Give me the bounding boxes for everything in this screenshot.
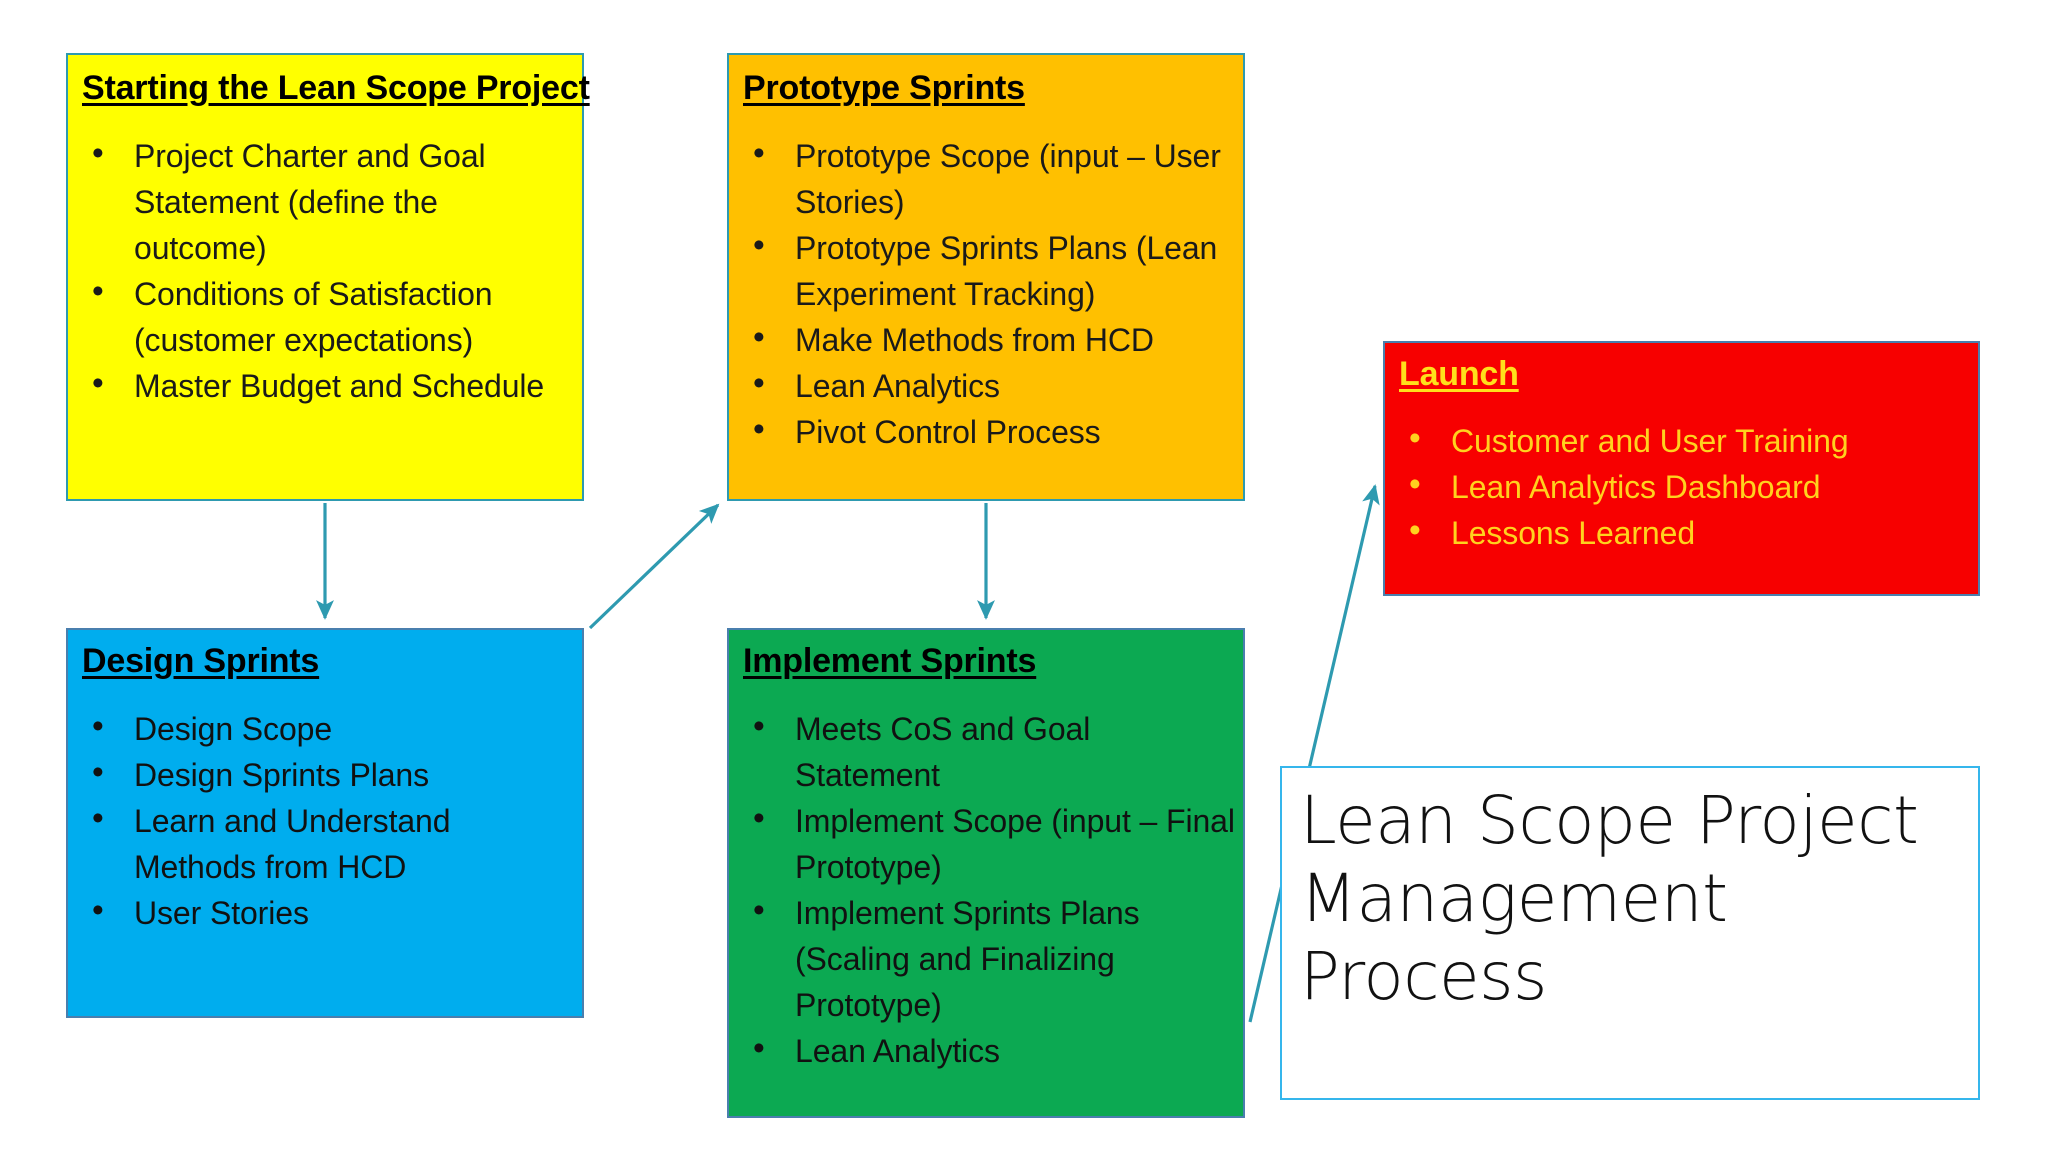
- stage-box-design-sprints[interactable]: Design Sprints Design Scope Design Sprin…: [66, 628, 584, 1018]
- list-item: Lean Analytics: [743, 1026, 1243, 1074]
- box-title: Prototype Sprints: [743, 69, 1025, 107]
- list-item: Prototype Scope (input – User Stories): [743, 131, 1243, 225]
- list-item: Prototype Sprints Plans (Lean Experiment…: [743, 223, 1243, 317]
- box-bullet-list: Design Scope Design Sprints Plans Learn …: [82, 704, 577, 936]
- list-item: Conditions of Satisfaction (customer exp…: [82, 269, 570, 363]
- list-item: Pivot Control Process: [743, 407, 1243, 455]
- list-item: Meets CoS and Goal Statement: [743, 704, 1243, 798]
- box-title: Design Sprints: [82, 642, 320, 680]
- list-item: Master Budget and Schedule: [82, 361, 570, 409]
- stage-box-launch[interactable]: Launch Customer and User Training Lean A…: [1383, 341, 1980, 596]
- list-item: Lean Analytics: [743, 361, 1243, 409]
- list-item: Lean Analytics Dashboard: [1399, 462, 1969, 510]
- box-bullet-list: Project Charter and Goal Statement (defi…: [82, 131, 570, 409]
- connector-design-to-prototype: [588, 503, 720, 630]
- box-title: Starting the Lean Scope Project: [82, 69, 590, 107]
- slide-title-box: Lean Scope Project Management Process: [1280, 766, 1980, 1100]
- list-item: Design Sprints Plans: [82, 750, 577, 798]
- stage-box-prototype-sprints[interactable]: Prototype Sprints Prototype Scope (input…: [727, 53, 1245, 501]
- list-item: Lessons Learned: [1399, 508, 1969, 556]
- list-item: Project Charter and Goal Statement (defi…: [82, 131, 570, 271]
- box-bullet-list: Meets CoS and Goal Statement Implement S…: [743, 704, 1243, 1074]
- list-item: User Stories: [82, 888, 577, 936]
- list-item: Customer and User Training: [1399, 416, 1969, 464]
- list-item: Design Scope: [82, 704, 577, 752]
- list-item: Implement Sprints Plans (Scaling and Fin…: [743, 888, 1243, 1028]
- box-title: Launch: [1399, 355, 1519, 393]
- stage-box-starting-the-lean-scope-project[interactable]: Starting the Lean Scope Project Project …: [66, 53, 590, 501]
- list-item: Make Methods from HCD: [743, 315, 1243, 363]
- stage-box-implement-sprints[interactable]: Implement Sprints Meets CoS and Goal Sta…: [727, 628, 1245, 1118]
- list-item: Implement Scope (input – Final Prototype…: [743, 796, 1243, 890]
- box-bullet-list: Customer and User Training Lean Analytic…: [1399, 416, 1969, 556]
- box-bullet-list: Prototype Scope (input – User Stories) P…: [743, 131, 1243, 455]
- page-title: Lean Scope Project Management Process: [1300, 782, 1919, 1015]
- box-title: Implement Sprints: [743, 642, 1037, 680]
- list-item: Learn and Understand Methods from HCD: [82, 796, 577, 890]
